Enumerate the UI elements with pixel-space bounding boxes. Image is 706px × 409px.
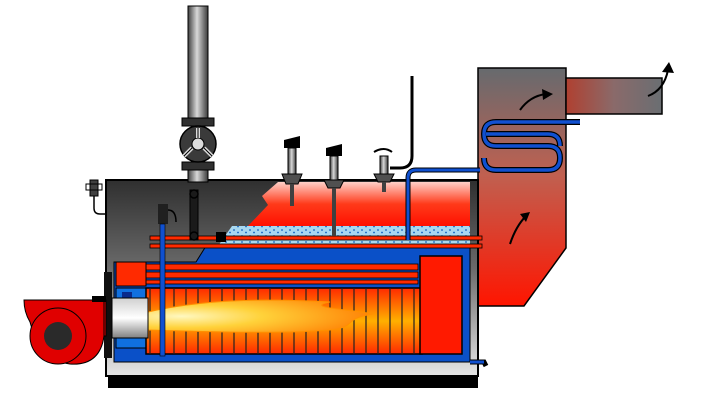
steam-space bbox=[248, 182, 470, 226]
valve-icon bbox=[179, 125, 217, 163]
burner-flame bbox=[147, 299, 374, 333]
steam-outlet-pipe bbox=[181, 5, 215, 183]
exhaust-stack bbox=[477, 67, 663, 307]
gauge-icon bbox=[373, 148, 395, 192]
smoke-tubes bbox=[117, 235, 483, 285]
reversal-chamber bbox=[419, 255, 463, 355]
sight-glass bbox=[189, 189, 226, 242]
pressure-switch-line bbox=[390, 76, 414, 170]
economizer-coil bbox=[480, 119, 580, 173]
curved-arrow-icon bbox=[519, 89, 553, 111]
gauge-icon bbox=[323, 144, 345, 236]
feedwater-line bbox=[405, 167, 489, 368]
curved-arrow-icon bbox=[647, 62, 674, 97]
safety-valve-icon bbox=[85, 179, 106, 215]
level-probe bbox=[158, 204, 177, 357]
gauge-icon bbox=[281, 136, 303, 206]
curved-arrow-icon bbox=[509, 212, 530, 245]
burner bbox=[23, 272, 149, 365]
